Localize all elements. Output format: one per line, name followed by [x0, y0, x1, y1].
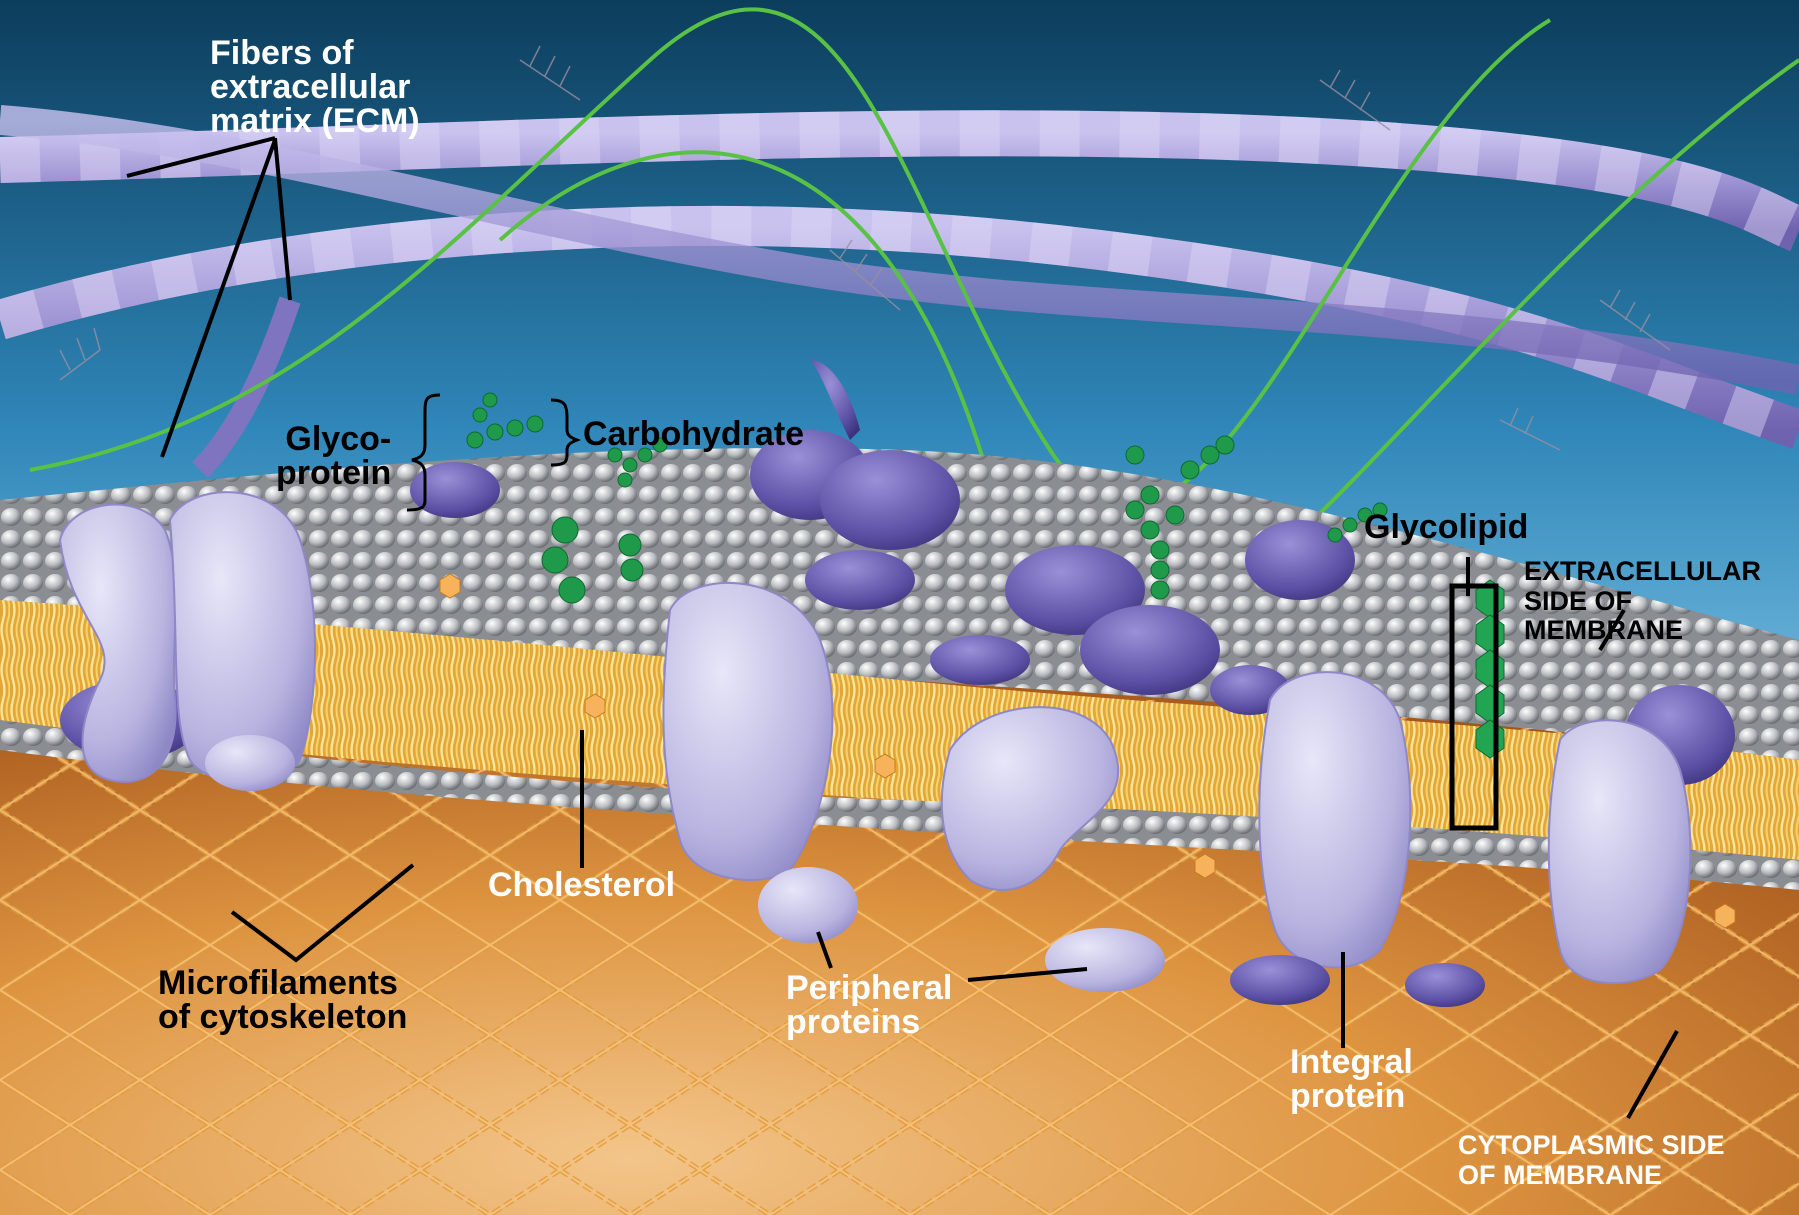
glycolipid-chain: [1476, 580, 1504, 758]
extracellular-side-label: EXTRACELLULAR SIDE OF MEMBRANE: [1524, 557, 1761, 646]
cholesterol-label: Cholesterol: [488, 868, 675, 902]
cytoplasmic-side-label: CYTOPLASMIC SIDE OF MEMBRANE: [1458, 1131, 1725, 1190]
peripheral-proteins-label: Peripheral proteins: [786, 971, 952, 1039]
carbohydrate-label: Carbohydrate: [583, 417, 804, 451]
ecm-fibers-label: Fibers of extracellular matrix (ECM): [210, 36, 420, 138]
integral-protein-label: Integral protein: [1290, 1045, 1413, 1113]
glycoprotein-label: Glyco- protein: [276, 422, 391, 490]
glycolipid-label: Glycolipid: [1364, 510, 1528, 544]
microfilaments-label: Microfilaments of cytoskeleton: [158, 966, 407, 1034]
